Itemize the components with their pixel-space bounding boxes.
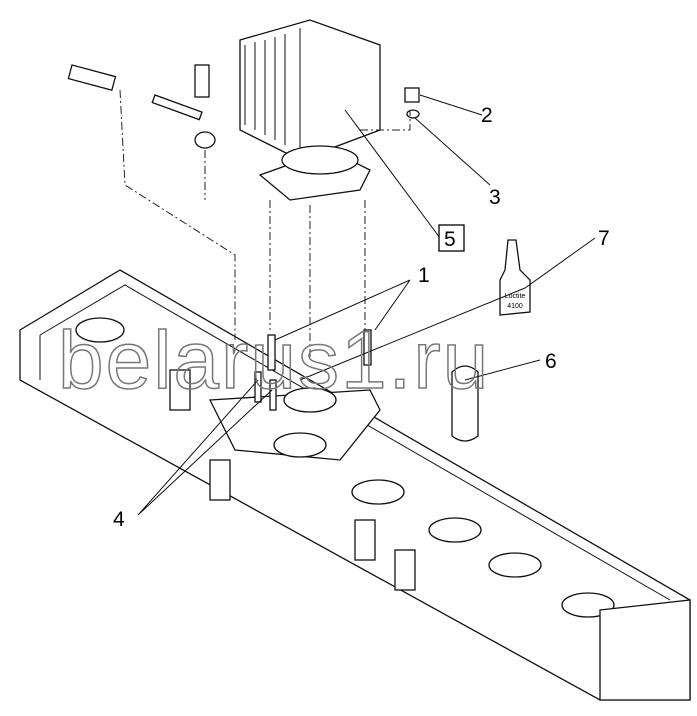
unit-5 (239, 19, 381, 201)
callout-5-box (438, 224, 465, 252)
bottle-label: Loctite (505, 293, 526, 300)
exhaust-manifold (19, 269, 691, 701)
leader-line (274, 279, 411, 341)
watermark: belarus1.ru (58, 315, 490, 406)
callout-6: 6 (545, 350, 557, 373)
callout-7: 7 (598, 227, 610, 250)
leader-line (137, 379, 273, 516)
assembly-line (204, 150, 366, 360)
fasteners (67, 64, 420, 411)
assembly-line (360, 110, 411, 131)
leader-line (299, 237, 596, 381)
assembly-line (119, 89, 236, 340)
callout-1: 1 (418, 264, 430, 287)
leader-line (414, 117, 491, 186)
leader-line (464, 359, 541, 381)
callout-4: 4 (113, 508, 125, 531)
sealant-bottle-7: Loctite 4100 (499, 239, 531, 316)
callout-3: 3 (489, 186, 501, 209)
leader-line (344, 109, 441, 239)
sealant-can-6 (451, 365, 479, 442)
bottle-label: 4100 (507, 303, 523, 310)
callout-2: 2 (481, 104, 493, 127)
leader-line (419, 94, 483, 116)
callout-5: 5 (444, 228, 456, 251)
